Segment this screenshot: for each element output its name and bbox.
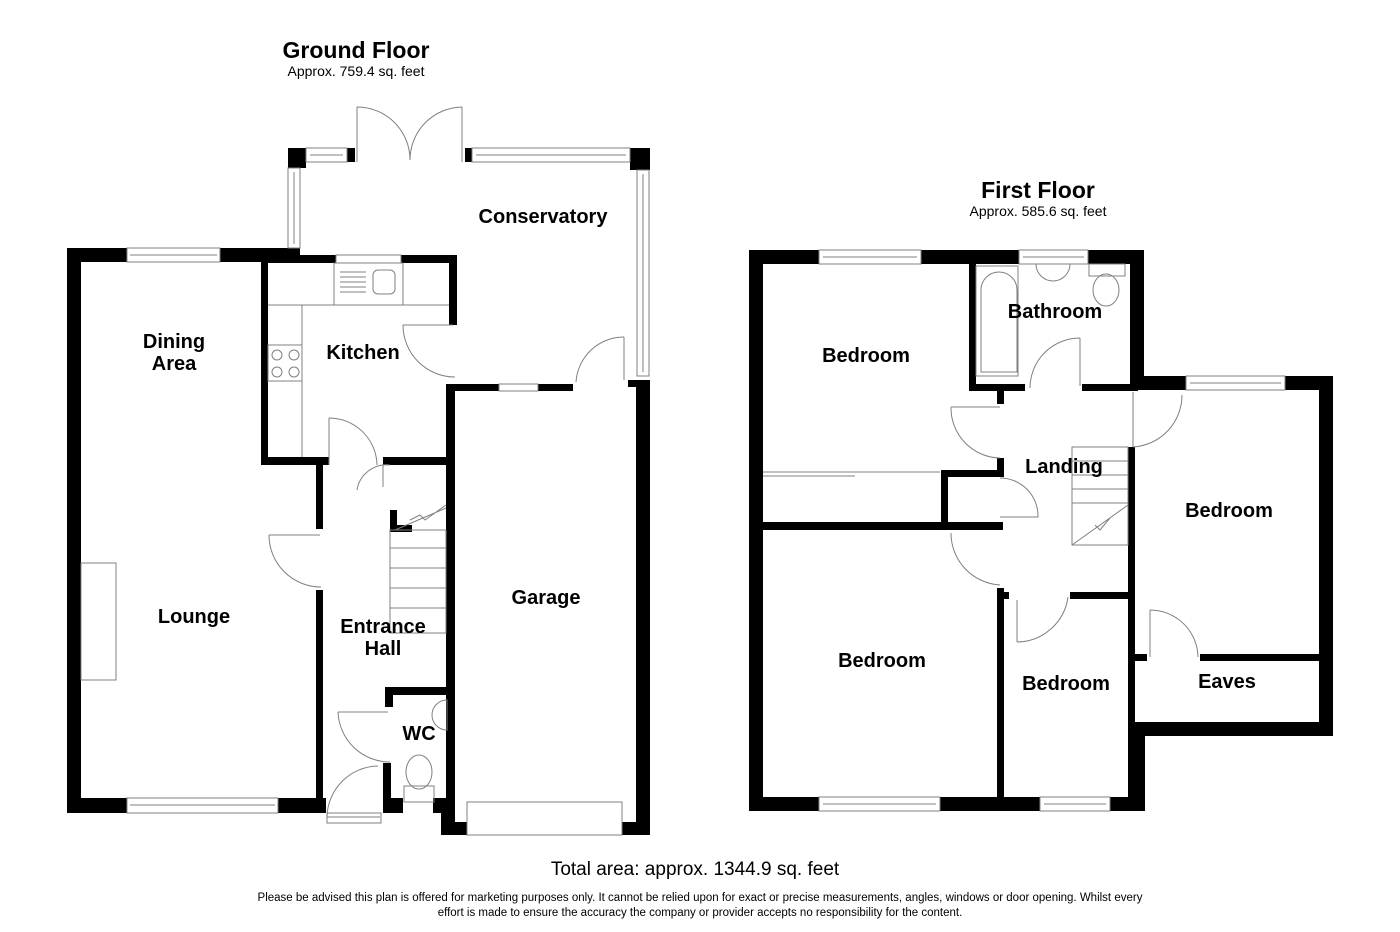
ground-floor-heading: Ground Floor Approx. 759.4 sq. feet [256, 37, 456, 79]
room-label-kitchen: Kitchen [326, 342, 400, 364]
ground-floor-fixtures [80, 106, 650, 836]
disclaimer-text: Please be advised this plan is offered f… [257, 892, 1143, 919]
total-area: Total area: approx. 1344.9 sq. feet [550, 859, 840, 880]
first-floor-heading: First Floor Approx. 585.6 sq. feet [938, 177, 1138, 219]
ground-floor-area: Approx. 759.4 sq. feet [287, 63, 425, 79]
room-label-garage: Garage [511, 587, 581, 609]
room-label-bedroom-right: Bedroom [1185, 500, 1273, 522]
ground-floor-title: Ground Floor [282, 37, 430, 63]
room-label-lounge: Lounge [157, 606, 231, 628]
room-label-entrance-hall: Entrance Hall [340, 616, 426, 660]
first-floor-area: Approx. 585.6 sq. feet [969, 203, 1107, 219]
room-label-eaves: Eaves [1198, 671, 1256, 693]
room-label-bedroom-front-left: Bedroom [822, 345, 910, 367]
first-floor-title: First Floor [981, 177, 1095, 203]
room-label-bedroom-rear-left: Bedroom [838, 650, 926, 672]
room-label-wc: WC [402, 723, 436, 745]
room-label-landing: Landing [1025, 456, 1103, 478]
first-floor-fixtures [763, 249, 1286, 812]
room-label-bathroom: Bathroom [1007, 301, 1103, 323]
room-label-conservatory: Conservatory [478, 206, 608, 228]
first-floor-plan [749, 249, 1333, 812]
first-floor-walls [749, 250, 1333, 811]
ground-floor-walls [67, 148, 650, 835]
ground-floor-plan [67, 106, 650, 836]
room-label-dining-area: Dining Area [142, 331, 206, 375]
room-label-bedroom-small: Bedroom [1022, 673, 1110, 695]
